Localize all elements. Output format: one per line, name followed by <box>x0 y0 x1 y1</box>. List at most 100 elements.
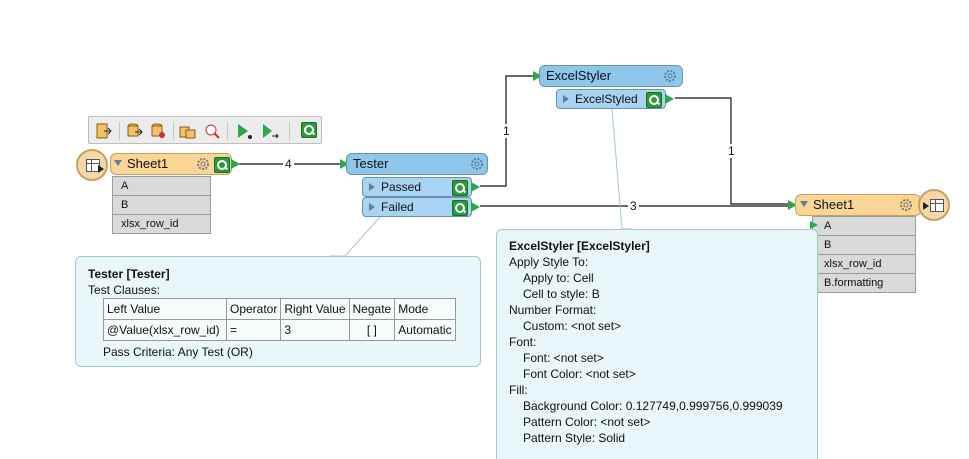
attribute-row: A <box>112 176 211 196</box>
column-header: Right Value <box>280 298 350 320</box>
table-cell: Automatic <box>394 319 456 341</box>
attribute-row: xlsx_row_id <box>112 214 211 234</box>
annotation-line: Fill: <box>509 383 528 397</box>
add-dataset-icon[interactable] <box>149 122 167 140</box>
add-reader-icon[interactable] <box>125 122 143 140</box>
writer-input-port[interactable] <box>788 200 797 210</box>
gear-icon[interactable] <box>196 157 210 171</box>
collapse-toggle-icon[interactable] <box>800 201 808 207</box>
attribute-row: B.formatting <box>812 273 916 293</box>
annotation-title: Tester [Tester] <box>88 267 170 281</box>
table-cell: [ ] <box>348 319 396 341</box>
inspector-icon[interactable] <box>646 92 662 108</box>
test-clauses-table: Left Value Operator Right Value Negate M… <box>103 298 456 341</box>
gear-icon[interactable] <box>899 198 913 212</box>
table-cell: @Value(xlsx_row_id) <box>103 319 227 341</box>
annotation-line: Cell to style: B <box>523 287 600 301</box>
feature-types-icon[interactable] <box>179 122 197 140</box>
inspector-icon[interactable] <box>214 157 230 173</box>
expand-port-icon[interactable] <box>369 183 375 191</box>
reader-icon[interactable] <box>95 122 113 140</box>
excelstyler-output-port[interactable] <box>665 94 674 104</box>
annotation-line: Font: <not set> <box>523 351 604 365</box>
expand-port-icon[interactable] <box>369 203 375 211</box>
toolbar-separator <box>173 122 174 140</box>
annotation-line: Custom: <not set> <box>523 319 622 333</box>
run-icon[interactable] <box>235 122 253 140</box>
annotation-pointer-tester <box>330 216 381 257</box>
attribute-label: B.formatting <box>824 277 884 289</box>
annotation-line: Pattern Color: <not set> <box>523 415 651 429</box>
port-label: Passed <box>381 180 422 194</box>
gear-icon[interactable] <box>470 157 484 171</box>
attribute-row: B <box>112 195 211 215</box>
tester-port-passed[interactable]: Passed <box>362 177 472 197</box>
table-header-row: Left Value Operator Right Value Negate M… <box>103 298 456 320</box>
inspector-icon[interactable] <box>301 122 317 138</box>
wire-count-styled: 1 <box>726 144 737 158</box>
inspector-icon[interactable] <box>452 180 468 196</box>
annotation-line: Apply to: Cell <box>523 271 594 285</box>
canvas-toolbar <box>88 116 322 144</box>
wire-count-passed: 1 <box>501 124 512 138</box>
collapse-toggle-icon[interactable] <box>114 160 122 166</box>
column-header: Operator <box>225 298 282 320</box>
reader-feature-type-icon[interactable] <box>76 149 108 181</box>
tester-annotation[interactable]: Tester [Tester] Test Clauses: Left Value… <box>75 256 481 367</box>
writer-feature-type-icon[interactable] <box>918 189 950 221</box>
wire-count-failed: 3 <box>628 199 639 213</box>
attribute-row: B <box>812 235 916 255</box>
column-header: Negate <box>348 298 396 320</box>
attribute-row: xlsx_row_id <box>812 254 916 274</box>
excelstyler-annotation[interactable]: ExcelStyler [ExcelStyler] Apply Style To… <box>496 229 818 459</box>
annotation-line: Font Color: <not set> <box>523 367 636 381</box>
gear-icon[interactable] <box>663 69 677 83</box>
column-header: Left Value <box>103 298 227 320</box>
table-cell: = <box>225 319 282 341</box>
writer-sheet1-header[interactable]: Sheet1 <box>795 194 921 216</box>
excelstyler-port-styled[interactable]: ExcelStyled <box>556 89 666 109</box>
annotation-line: Font: <box>509 335 537 349</box>
spreadsheet-icon <box>930 199 944 212</box>
excelstyler-header[interactable]: ExcelStyler <box>539 65 683 87</box>
toolbar-separator <box>289 122 290 140</box>
toolbar-separator <box>227 122 228 140</box>
arrow-icon <box>98 165 104 173</box>
expand-port-icon[interactable] <box>563 95 569 103</box>
writer-name: Sheet1 <box>813 197 855 212</box>
column-header: Mode <box>394 298 456 320</box>
tester-header[interactable]: Tester <box>346 153 488 175</box>
table-row: @Value(xlsx_row_id) = 3 [ ] Automatic <box>103 319 456 341</box>
port-label: ExcelStyled <box>575 92 638 106</box>
port-label: Failed <box>381 200 414 214</box>
wire-count-reader: 4 <box>283 157 294 171</box>
inspect-icon[interactable] <box>203 122 221 140</box>
tester-passed-output-port[interactable] <box>471 182 480 192</box>
annotation-line: Number Format: <box>509 303 597 317</box>
excelstyler-input-port[interactable] <box>533 71 542 81</box>
tester-input-port[interactable] <box>340 159 349 169</box>
pass-criteria: Pass Criteria: Any Test (OR) <box>103 345 253 359</box>
attribute-label: B <box>824 239 832 251</box>
tester-port-failed[interactable]: Failed <box>362 197 472 217</box>
reader-output-port[interactable] <box>231 159 240 169</box>
attribute-label: xlsx_row_id <box>824 258 882 270</box>
annotation-line: Background Color: 0.127749,0.999756,0.99… <box>523 399 783 413</box>
table-cell: 3 <box>280 319 350 341</box>
annotation-line: Pattern Style: Solid <box>523 431 626 445</box>
transformer-name: Tester <box>353 156 389 171</box>
arrow-icon <box>923 202 929 210</box>
inspector-icon[interactable] <box>452 200 468 216</box>
transformer-name: ExcelStyler <box>546 68 612 83</box>
reader-name: Sheet1 <box>127 156 169 171</box>
attribute-label: A <box>824 220 832 232</box>
attribute-row: A <box>812 216 916 236</box>
attribute-input-port[interactable] <box>810 221 818 229</box>
annotation-subtitle: Test Clauses: <box>88 283 161 297</box>
spreadsheet-icon <box>86 159 100 172</box>
annotation-title: ExcelStyler [ExcelStyler] <box>509 239 650 253</box>
toolbar-separator <box>119 122 120 140</box>
run-to-here-icon[interactable] <box>261 122 279 140</box>
tester-failed-output-port[interactable] <box>471 202 480 212</box>
annotation-line: Apply Style To: <box>509 255 589 269</box>
